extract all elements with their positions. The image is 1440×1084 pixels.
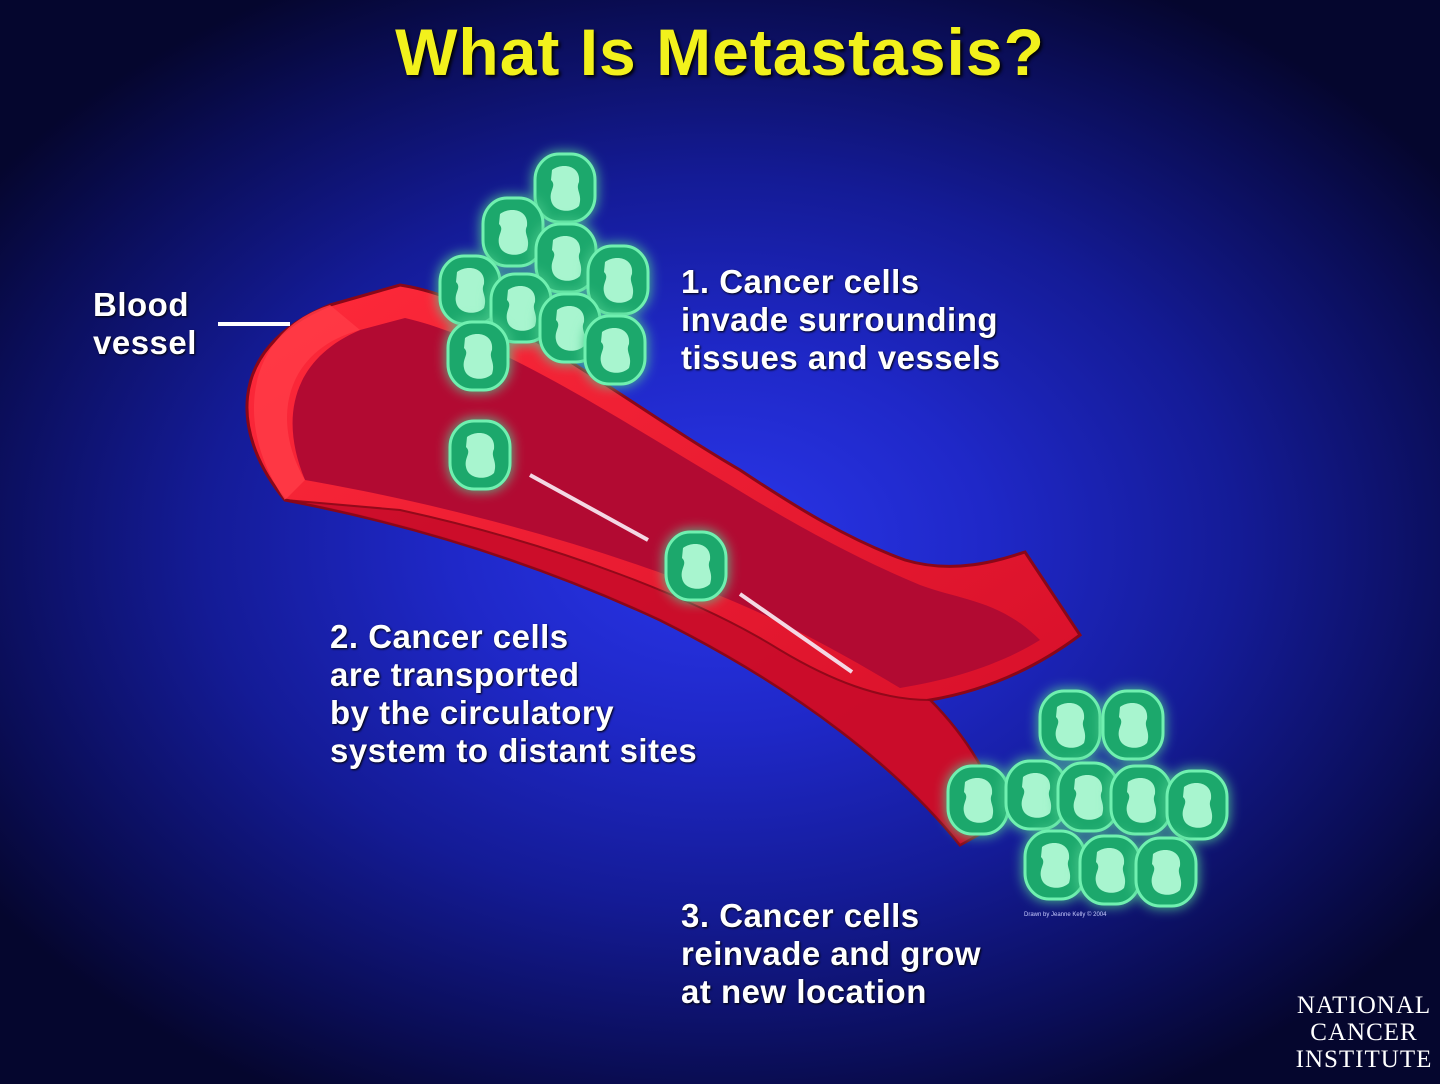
vessel-opening [253,305,360,500]
step-1-label: 1. Cancer cells invade surrounding tissu… [681,263,1001,377]
cancer-cell [1134,836,1198,908]
step-1-line: 1. Cancer cells [681,263,920,300]
step-2-line: system to distant sites [330,732,698,769]
blood-vessel-label-line: vessel [93,324,197,361]
step-3-line: reinvade and grow [681,935,982,972]
cancer-cell-cluster-primary [438,152,650,392]
cancer-cell [946,764,1010,836]
step-3-label: 3. Cancer cells reinvade and grow at new… [681,897,981,1011]
cancer-cell [1101,689,1165,761]
cancer-cell [1038,689,1102,761]
motion-line-1 [529,473,649,542]
cancer-cells-in-transit [448,419,728,602]
cancer-cell [1056,761,1120,833]
cancer-cell [1165,769,1229,841]
cancer-cell [533,152,597,224]
step-3-line: 3. Cancer cells [681,897,920,934]
cancer-cell [583,314,647,386]
cancer-cell [664,530,728,602]
step-2-line: by the circulatory [330,694,615,731]
nci-logo-line: INSTITUTE [1295,1046,1433,1073]
blood-vessel-label: Blood vessel [93,286,197,362]
cancer-cell-cluster-secondary [946,689,1229,908]
step-1-line: invade surrounding [681,301,999,338]
nci-logo-line: NATIONAL [1296,992,1432,1019]
motion-line-2 [738,592,854,674]
cancer-cell [446,320,510,392]
nci-logo: NATIONAL CANCER INSTITUTE [1294,992,1434,1073]
step-2-label: 2. Cancer cells are transported by the c… [330,618,697,770]
step-1-line: tissues and vessels [681,339,1001,376]
cancer-cell [1109,764,1173,836]
cancer-cell [481,196,545,268]
cancer-cell [534,222,598,294]
cancer-cell [1078,834,1142,906]
blood-vessel-lumen [292,318,1040,688]
blood-vessel-label-line: Blood [93,286,189,323]
step-3-line: at new location [681,973,927,1010]
step-2-line: 2. Cancer cells [330,618,569,655]
cancer-cell [586,244,650,316]
step-2-line: are transported [330,656,580,693]
cancer-cell [1004,759,1068,831]
cancer-cell [448,419,512,491]
illustration-credit: Drawn by Jeanne Kelly © 2004 [1024,912,1107,918]
slide-title: What Is Metastasis? [395,15,1045,89]
cancer-cell [1023,829,1087,901]
nci-logo-line: CANCER [1310,1019,1418,1046]
